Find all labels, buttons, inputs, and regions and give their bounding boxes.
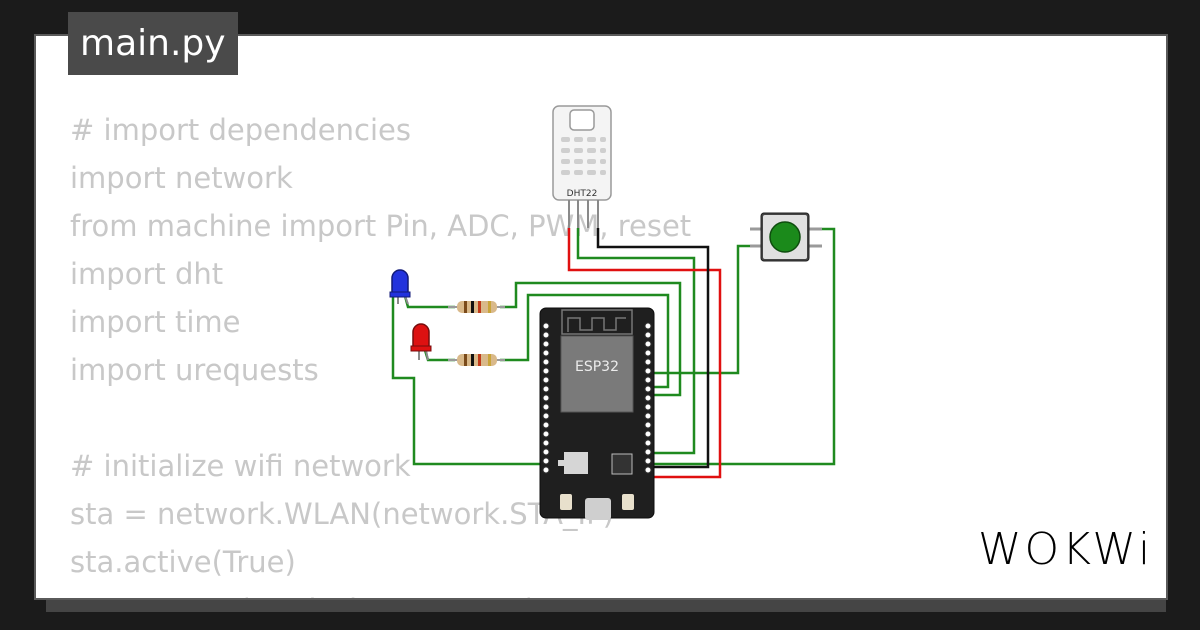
- code-line: import urequests: [70, 353, 319, 387]
- wires: [391, 227, 836, 479]
- red-led: [410, 323, 432, 361]
- esp32-module-shield: [560, 335, 634, 413]
- code-line: import time: [70, 305, 241, 339]
- resistor-1: [448, 301, 505, 313]
- wire-resistor2-to-esp32: [500, 293, 670, 389]
- esp32-board[interactable]: ESP32: [539, 307, 655, 520]
- wokwi-logo: WOKWi: [978, 524, 1154, 575]
- blue-led: [389, 269, 411, 305]
- code-line: import network: [70, 161, 293, 195]
- voltage-regulator: [564, 452, 588, 474]
- code-line: sta.active(True): [70, 545, 296, 579]
- usb-uart-chip: [611, 453, 633, 475]
- wire-button-ground: [650, 227, 836, 466]
- usb-port: [585, 498, 611, 520]
- board-label: ESP32: [575, 359, 619, 375]
- antenna-trace: [561, 309, 633, 335]
- code-line: import dht: [70, 257, 224, 291]
- code-line: sta = network.WLAN(network.STA_IF): [70, 497, 615, 531]
- boot-button[interactable]: [560, 494, 572, 510]
- wire-button-signal: [650, 244, 750, 375]
- wire-dht-data: [576, 228, 696, 455]
- wire-dht-ground: [596, 228, 710, 469]
- right-pin-header: [644, 322, 652, 474]
- file-tab[interactable]: main.py: [68, 12, 238, 75]
- dht22-sensor[interactable]: DHT22: [552, 105, 612, 228]
- resistor-2: [448, 354, 505, 366]
- code-line: # initialize wifi network: [70, 449, 411, 483]
- wire-resistor1-to-esp32: [500, 281, 682, 397]
- button-cap[interactable]: [769, 221, 801, 253]
- wire-dht-power: [567, 228, 722, 479]
- sensor-label: DHT22: [567, 189, 598, 199]
- en-button[interactable]: [622, 494, 634, 510]
- sensor-grille: [561, 137, 606, 175]
- left-pin-header: [542, 322, 550, 474]
- wire-led-ground: [391, 296, 544, 466]
- code-line: sta.connect("Wokwi-GUEST", ""): [70, 586, 691, 598]
- push-button[interactable]: [750, 212, 822, 262]
- code-line: # import dependencies: [70, 113, 411, 147]
